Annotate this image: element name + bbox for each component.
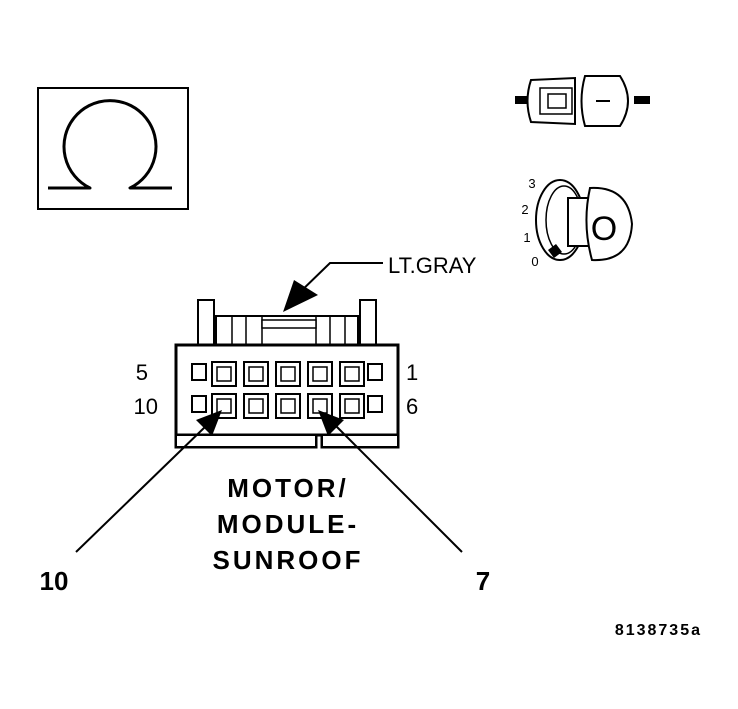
ignition-pos-1: 1 (523, 230, 530, 245)
key-letter: O (591, 210, 617, 248)
connector-name-line-1: MOTOR/ (227, 473, 349, 503)
pin-cavity (243, 393, 269, 419)
pin-label-bottom-left: 10 (134, 394, 158, 419)
connector-name-line-2: MODULE- (217, 509, 359, 539)
color-callout: LT.GRAY (283, 253, 477, 312)
pin-7-callout (318, 410, 463, 553)
ignition-pos-2: 2 (521, 202, 528, 217)
connector-color-label: LT.GRAY (388, 253, 477, 278)
pin-label-top-left: 5 (136, 360, 148, 385)
figure-id: 8138735a (615, 622, 702, 639)
connector-name-line-3: SUNROOF (213, 545, 364, 575)
pin-cavity (307, 361, 333, 387)
ignition-pos-0: 0 (531, 254, 538, 269)
pin-cavity (275, 393, 301, 419)
pin-cavity (339, 393, 365, 419)
ohm-icon (37, 87, 189, 210)
callout-label-left: 10 (40, 566, 69, 596)
ignition-pos-3: 3 (528, 176, 535, 191)
pin-label-bottom-right: 6 (406, 394, 418, 419)
pin-label-top-right: 1 (406, 360, 418, 385)
connector-unplugged-icon (515, 75, 650, 127)
callout-label-right: 7 (476, 566, 490, 596)
pin-cavity (275, 361, 301, 387)
pin-cavity-grid (211, 361, 365, 419)
pin-cavity (211, 361, 237, 387)
pin-cavity (339, 361, 365, 387)
ignition-key-icon: O 3 2 1 0 (521, 176, 634, 269)
pin-cavity (243, 361, 269, 387)
pin-10-callout (75, 410, 222, 553)
